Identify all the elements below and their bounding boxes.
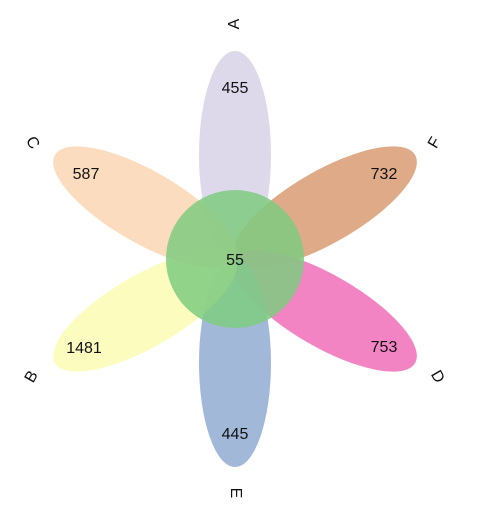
set-label-e: E [227,488,244,499]
petal-f-count: 732 [371,166,398,183]
count-layer: 455 732 753 445 1481 587 [66,80,397,443]
petal-d-count: 753 [371,339,398,356]
core-circle [166,190,304,328]
petal-e-count: 445 [222,426,249,443]
core-count: 55 [226,252,244,269]
petal-c-count: 587 [73,166,100,183]
set-label-b: B [22,368,42,386]
set-label-f: F [425,134,445,151]
set-label-a: A [226,18,243,29]
set-label-d: D [427,368,448,387]
petal-a-count: 455 [222,80,249,97]
petal-b-count: 1481 [66,340,102,357]
set-label-c: C [22,134,43,153]
